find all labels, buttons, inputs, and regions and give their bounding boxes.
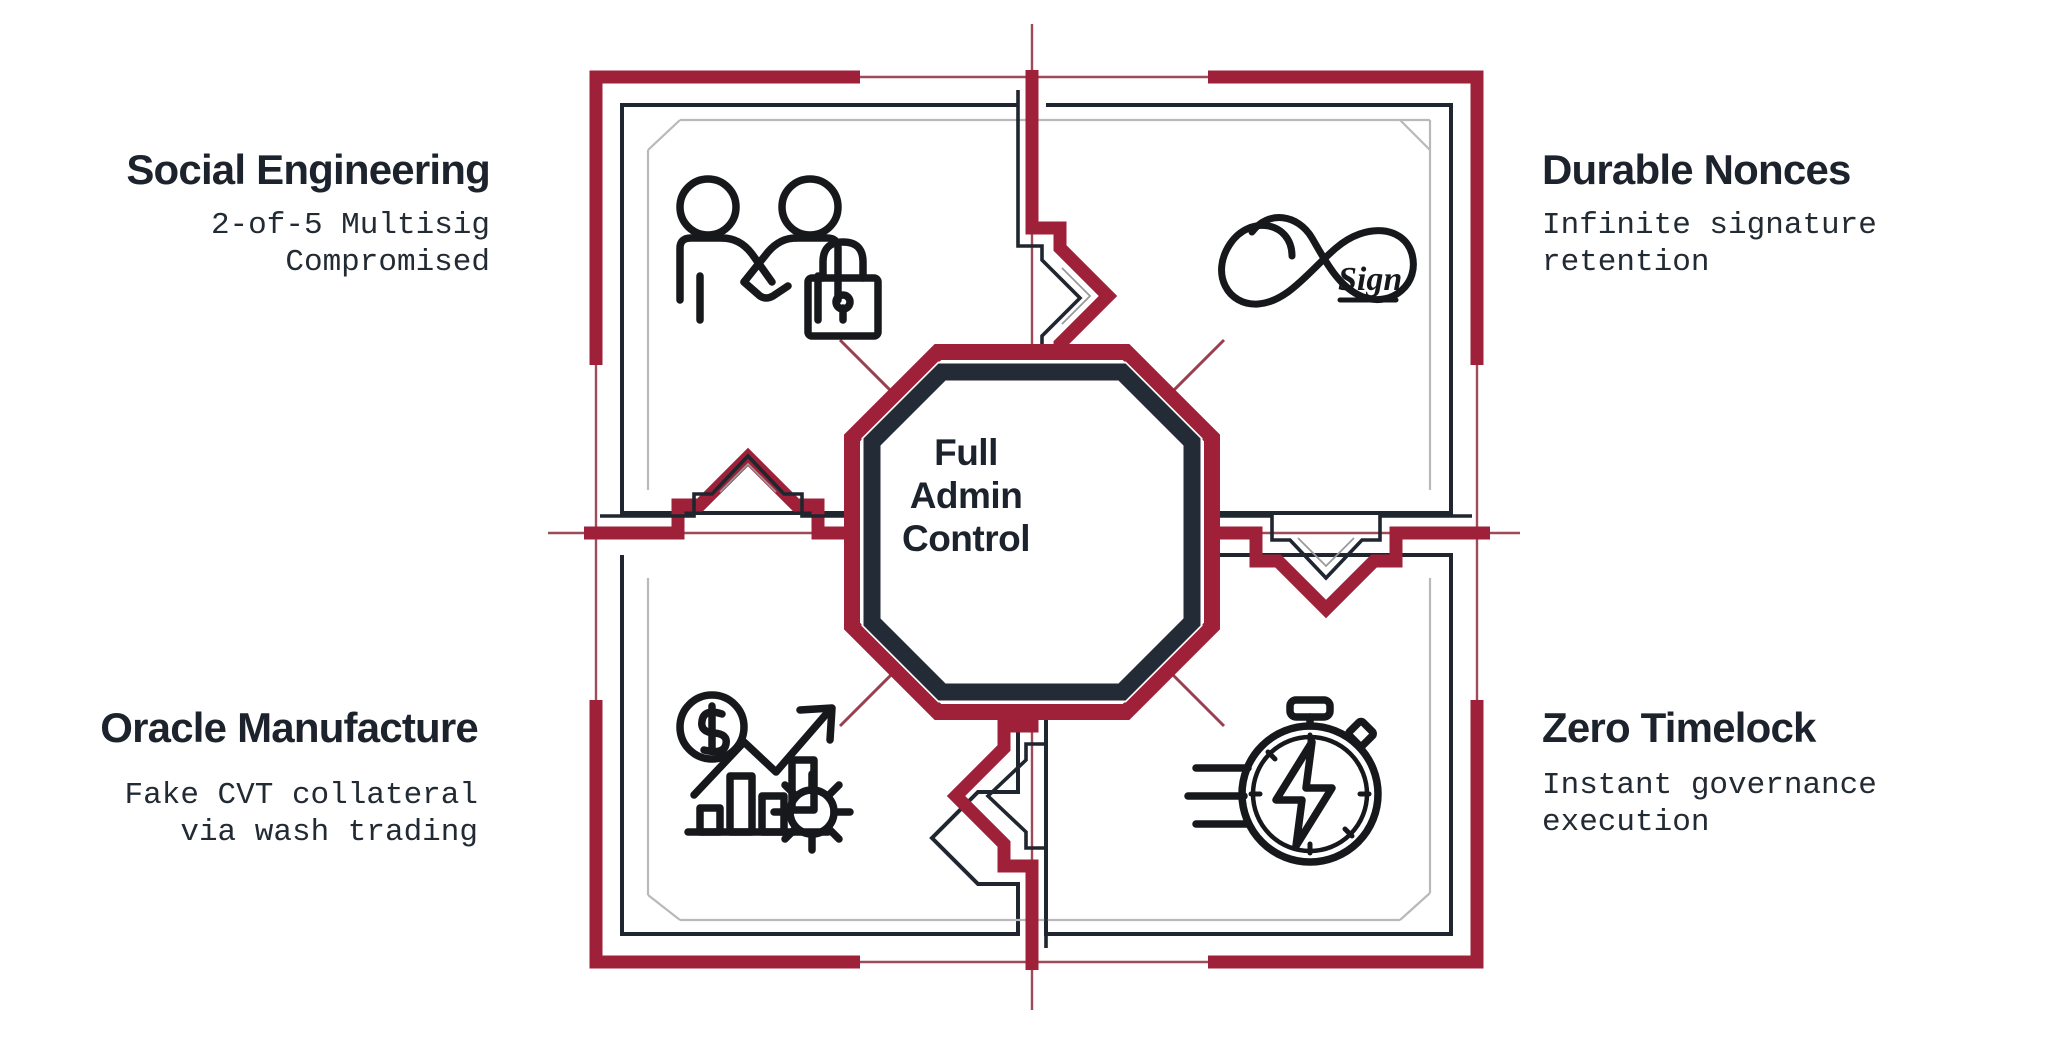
callout-subtitle-line-1: Infinite signature bbox=[1542, 207, 1877, 243]
callout-title-durable-nonces: Durable Nonces bbox=[1542, 146, 1851, 193]
handshake-lock-icon bbox=[676, 175, 882, 340]
inner-hairline-frames bbox=[646, 118, 1432, 922]
callout-durable-nonces[interactable]: Durable Nonces Infinite signature retent… bbox=[1542, 146, 2012, 283]
callout-title-zero-timelock: Zero Timelock bbox=[1542, 704, 1816, 751]
callout-title-social-engineering: Social Engineering bbox=[126, 146, 490, 193]
center-badge[interactable] bbox=[844, 344, 1220, 720]
bracket-top-left bbox=[589, 70, 860, 365]
divider-right bbox=[1120, 514, 1490, 619]
bracket-bottom-right bbox=[1208, 700, 1484, 969]
callout-subtitle-oracle-manufacture: Fake CVT collateral via wash trading bbox=[8, 777, 478, 853]
infinity-script-text: Sign bbox=[1338, 261, 1402, 298]
callout-subtitle-line-1: Instant governance bbox=[1542, 767, 1877, 803]
callout-subtitle-line-2: retention bbox=[1542, 245, 1710, 281]
bracket-top-right bbox=[1208, 70, 1484, 365]
callout-subtitle-line-2: via wash trading bbox=[180, 815, 478, 851]
callout-zero-timelock[interactable]: Zero Timelock Instant governance executi… bbox=[1542, 704, 2012, 843]
callout-social-engineering[interactable]: Social Engineering 2-of-5 Multisig Compr… bbox=[20, 146, 490, 283]
callout-subtitle-line-2: execution bbox=[1542, 805, 1710, 841]
stopwatch-bolt-icon bbox=[1184, 696, 1382, 866]
divider-bottom bbox=[946, 545, 1048, 970]
callout-title-oracle-manufacture: Oracle Manufacture bbox=[100, 704, 479, 751]
callout-subtitle-line-2: Compromised bbox=[285, 245, 490, 281]
growth-chart-gear-icon bbox=[676, 691, 854, 854]
callout-subtitle-social-engineering: 2-of-5 Multisig Compromised bbox=[20, 207, 490, 283]
divider-left bbox=[584, 447, 920, 540]
outer-frame-brackets bbox=[589, 70, 1484, 969]
callout-subtitle-line-1: 2-of-5 Multisig bbox=[210, 207, 490, 243]
center-badge-face bbox=[888, 388, 1176, 676]
bracket-bottom-left bbox=[589, 700, 860, 969]
callout-subtitle-durable-nonces: Infinite signature retention bbox=[1542, 207, 2012, 283]
callout-subtitle-zero-timelock: Instant governance execution bbox=[1542, 767, 2012, 843]
callout-subtitle-line-1: Fake CVT collateral bbox=[124, 777, 478, 813]
infinity-signature-icon: Sign bbox=[1218, 214, 1417, 308]
callout-oracle-manufacture[interactable]: Oracle Manufacture Fake CVT collateral v… bbox=[8, 704, 479, 853]
